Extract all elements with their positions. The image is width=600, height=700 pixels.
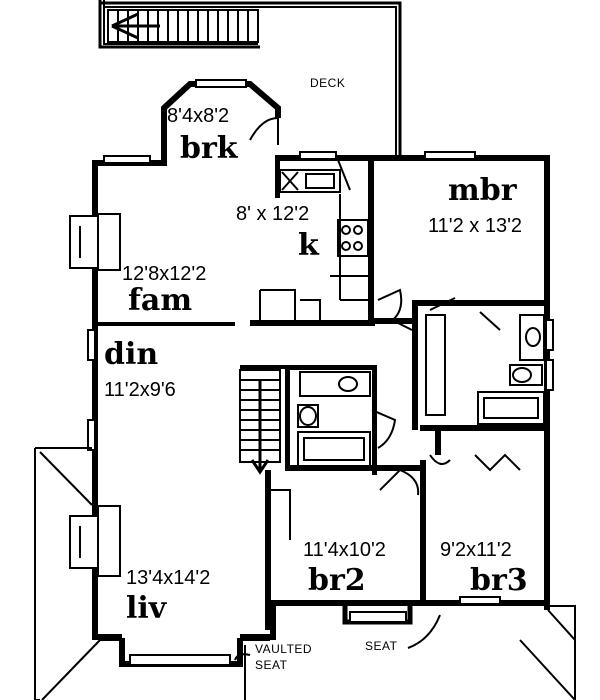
doors (249, 117, 521, 540)
roof-outline (34, 447, 576, 700)
fireplace-fam (69, 213, 121, 271)
fam-name: fam (128, 283, 192, 318)
mbr-name: mbr (448, 173, 518, 208)
k-name: k (298, 228, 320, 263)
br2-name: br2 (308, 563, 366, 598)
fireplace-liv (69, 505, 121, 577)
vaulted-label: VAULTED (255, 642, 312, 656)
din-size: 11'2x9'6 (104, 379, 176, 401)
brk-name: brk (180, 131, 239, 166)
kitchen-fixtures (259, 169, 369, 322)
br3-name: br3 (470, 563, 528, 598)
deck (98, 0, 402, 160)
din-name: din (104, 337, 158, 372)
k-size: 8' x 12'2 (236, 203, 309, 225)
master-bath-fixtures (425, 314, 545, 425)
interior-stairs (239, 369, 281, 475)
bath-2-fixtures (297, 371, 371, 467)
br2-size: 11'4x10'2 (303, 539, 386, 561)
deck-label: DECK (310, 76, 345, 90)
room-labels: 8'4x8'2 brk 8' x 12'2 k mbr 11'2 x 13'2 … (104, 76, 528, 672)
windows (87, 79, 554, 666)
seat-label-right: SEAT (365, 639, 398, 653)
fam-size: 12'8x12'2 (122, 263, 206, 285)
seat-label-left: SEAT (255, 658, 288, 672)
brk-size: 8'4x8'2 (167, 105, 229, 127)
leader-lines (234, 614, 441, 661)
liv-size: 13'4x14'2 (126, 567, 210, 589)
mbr-size: 11'2 x 13'2 (428, 215, 522, 237)
br3-size: 9'2x11'2 (440, 539, 512, 561)
liv-name: liv (126, 591, 168, 626)
deck-stairs (107, 9, 259, 43)
